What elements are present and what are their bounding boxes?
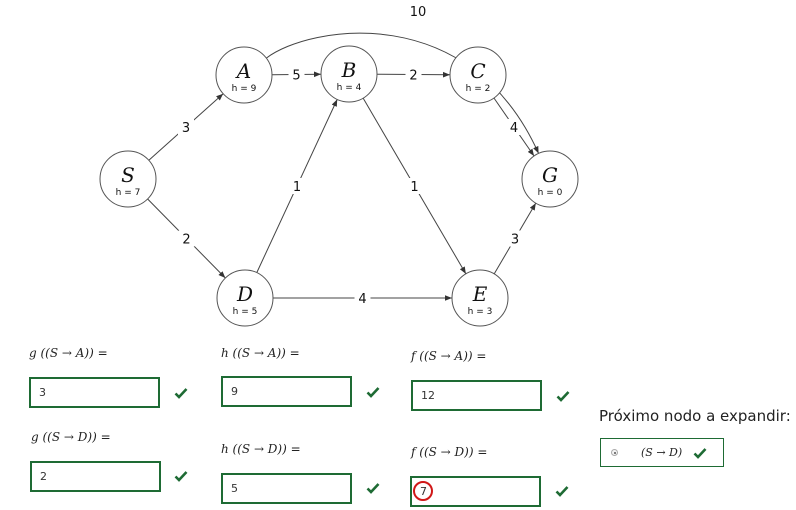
node-heuristic: h = 7 — [116, 188, 141, 198]
edge-weight-d-e: 4 — [358, 292, 366, 307]
node-heuristic: h = 4 — [337, 83, 362, 93]
edge-weight-bg — [406, 3, 430, 19]
check-icon — [556, 390, 570, 402]
check-icon — [366, 482, 380, 494]
edge-weight-bg — [289, 178, 305, 194]
g-s-d-input[interactable] — [30, 461, 161, 492]
node-label: D — [236, 282, 253, 306]
f-s-d-input[interactable] — [410, 476, 541, 507]
node-label: C — [470, 59, 485, 83]
node-s: Sh = 7 — [99, 150, 157, 208]
node-circle — [216, 269, 274, 327]
edge-weight-b-e: 1 — [410, 180, 418, 195]
node-d: Dh = 5 — [216, 269, 274, 327]
g-s-a-label: g ((S → A)) = — [29, 346, 108, 360]
node-a: Ah = 9 — [215, 46, 273, 104]
edge-weight-a-g: 10 — [410, 5, 427, 20]
h-s-d-input[interactable] — [221, 473, 352, 504]
edge-weight-s-d: 2 — [182, 233, 190, 248]
edge-weight-c-g: 4 — [510, 121, 518, 136]
next-node-title: Próximo nodo a expandir: — [599, 407, 791, 425]
node-label: E — [472, 282, 488, 306]
h-s-a-input[interactable] — [221, 376, 352, 407]
node-circle — [99, 150, 157, 208]
node-circle — [451, 269, 509, 327]
g-s-d-label: g ((S → D)) = — [31, 430, 111, 444]
node-label: A — [235, 59, 251, 83]
check-icon — [555, 485, 569, 497]
f-s-d-label: f ((S → D)) = — [411, 445, 488, 459]
node-label: B — [341, 58, 357, 82]
node-circle — [449, 46, 507, 104]
node-label: S — [121, 163, 135, 187]
check-icon — [366, 386, 380, 398]
node-label: G — [542, 163, 558, 187]
next-node-option[interactable]: (S → D) — [600, 438, 724, 467]
node-g: Gh = 0 — [521, 150, 579, 208]
node-heuristic: h = 0 — [538, 188, 563, 198]
edge-weight-bg — [178, 230, 195, 247]
node-c: Ch = 2 — [449, 46, 507, 104]
f-s-a-input[interactable] — [411, 380, 542, 411]
f-s-a-label: f ((S → A)) = — [411, 349, 487, 363]
node-b: Bh = 4 — [320, 45, 378, 103]
node-heuristic: h = 3 — [468, 307, 493, 317]
check-icon — [174, 470, 188, 482]
node-heuristic: h = 9 — [232, 84, 257, 94]
node-heuristic: h = 5 — [233, 307, 258, 317]
edge-weight-bg — [354, 290, 371, 306]
next-node-radio[interactable] — [611, 449, 618, 456]
check-icon — [693, 447, 707, 459]
g-s-a-input[interactable] — [29, 377, 160, 408]
check-icon — [174, 387, 188, 399]
node-circle — [215, 46, 273, 104]
edge-weight-e-g: 3 — [511, 233, 519, 248]
edge-weight-bg — [506, 119, 522, 135]
edge-weight-s-a: 3 — [182, 121, 190, 136]
edge-weight-d-b: 1 — [293, 180, 301, 195]
edge-weight-bg — [507, 230, 523, 247]
node-circle — [521, 150, 579, 208]
node-heuristic: h = 2 — [466, 84, 491, 94]
h-s-d-label: h ((S → D)) = — [221, 442, 301, 456]
edge-weight-bg — [405, 66, 422, 83]
node-circle — [320, 45, 378, 103]
next-node-option-label: (S → D) — [641, 446, 683, 459]
edge-weight-b-c: 2 — [409, 69, 417, 84]
node-e: Eh = 3 — [451, 269, 509, 327]
edge-weight-bg — [288, 66, 305, 83]
h-s-a-label: h ((S → A)) = — [221, 346, 300, 360]
edge-a-g — [266, 32, 540, 154]
edge-weight-bg — [178, 119, 194, 135]
edge-weight-a-b: 5 — [292, 69, 300, 84]
edge-weight-bg — [406, 178, 423, 194]
